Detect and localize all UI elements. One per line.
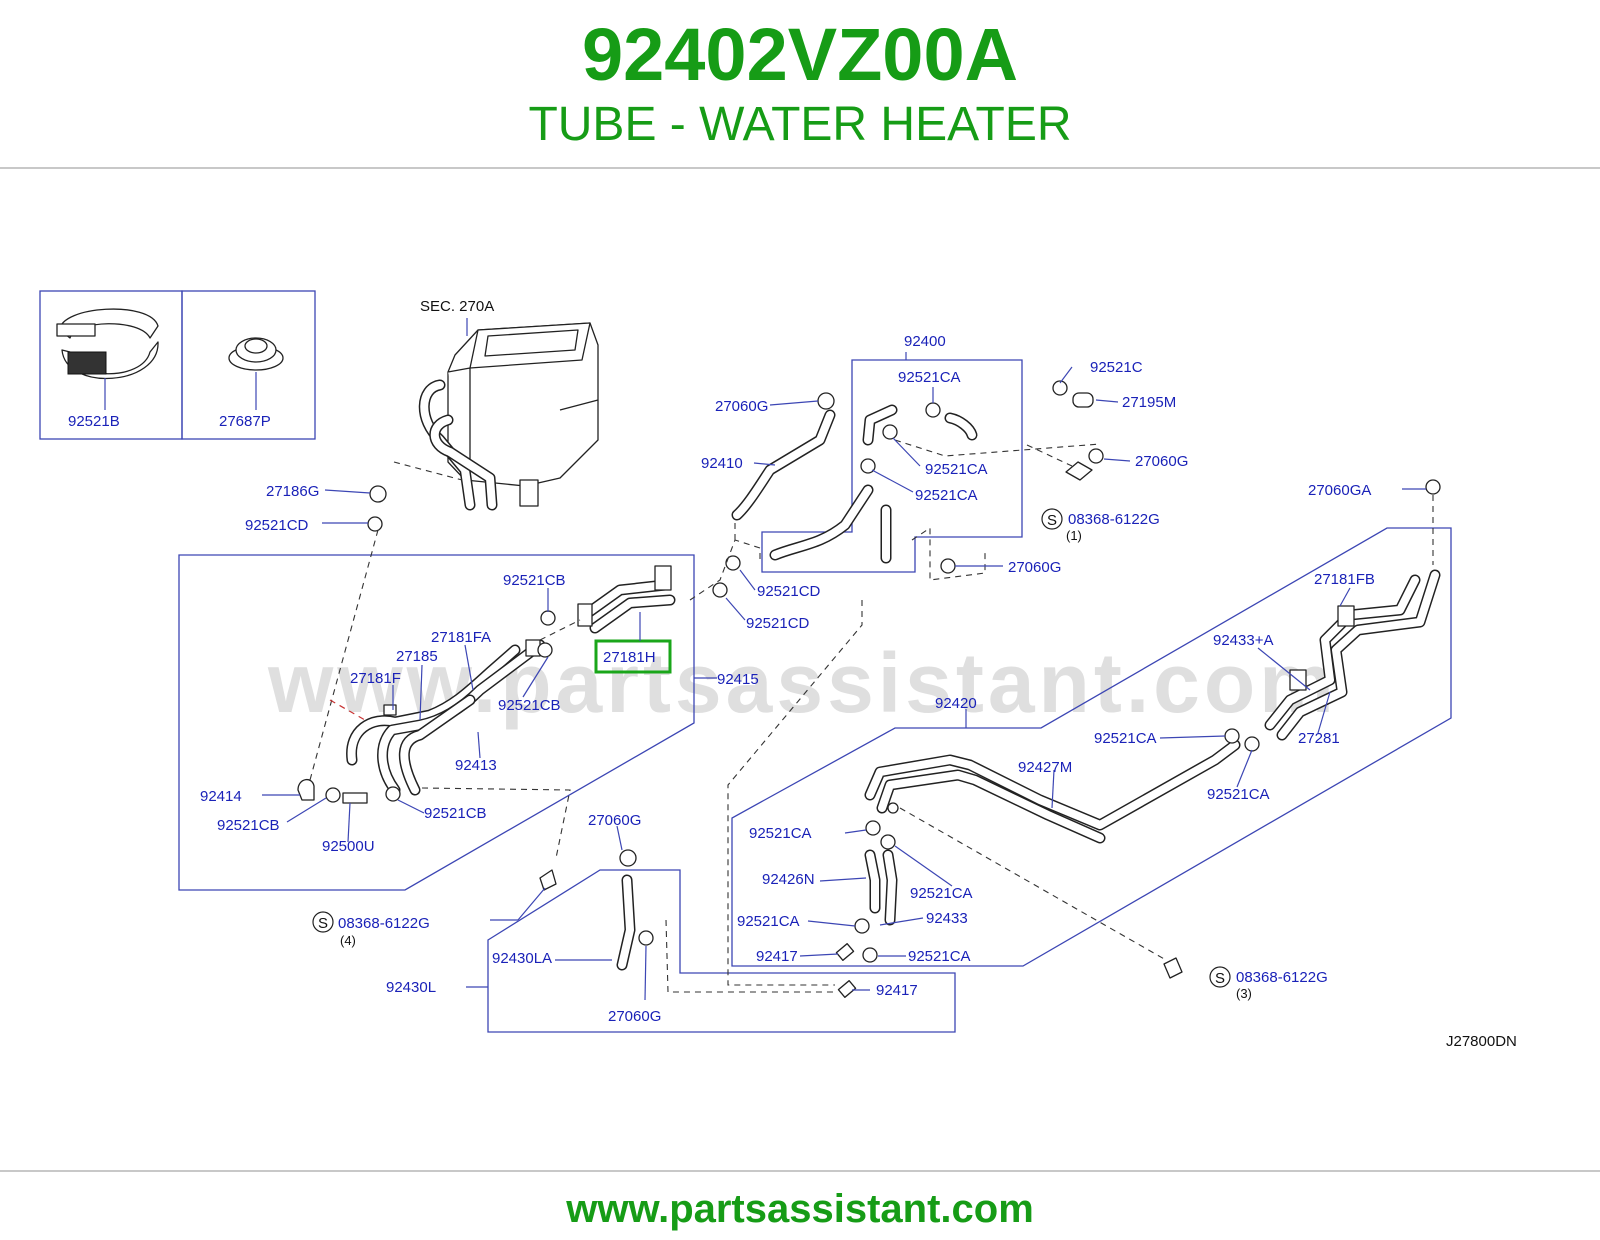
grommet-icon xyxy=(228,337,284,410)
part-label: 08368-6122G xyxy=(1068,511,1160,528)
part-label: 92521CB xyxy=(217,817,280,834)
svg-text:S: S xyxy=(1047,512,1057,529)
part-label: 92415 xyxy=(717,671,759,688)
part-label: 92500U xyxy=(322,838,375,855)
part-label: 92413 xyxy=(455,757,497,774)
upper-pipe-assembly xyxy=(367,380,1441,598)
svg-text:S: S xyxy=(318,915,328,932)
header-divider xyxy=(0,167,1600,169)
s-symbol-icon: S xyxy=(1209,966,1231,988)
part-label: 92420 xyxy=(935,695,977,712)
part-label: 92414 xyxy=(200,788,242,805)
part-label: 92410 xyxy=(701,455,743,472)
part-label: 92433+A xyxy=(1213,632,1273,649)
drawing-code: J27800DN xyxy=(1446,1033,1517,1050)
highlight-frame xyxy=(594,639,672,674)
right-pipe-assembly xyxy=(539,569,1441,998)
part-label: 27060G xyxy=(608,1008,661,1025)
part-label: 27195M xyxy=(1122,394,1176,411)
part-label: 27060G xyxy=(715,398,768,415)
heater-unit-drawing xyxy=(418,318,599,511)
part-label: 92427M xyxy=(1018,759,1072,776)
part-label: 92430LA xyxy=(492,950,552,967)
part-label: 27185 xyxy=(396,648,438,665)
part-label: 92521CA xyxy=(749,825,812,842)
assembly-outline-92400 xyxy=(761,359,1023,573)
part-label: 27181FA xyxy=(431,629,491,646)
part-label: 27186G xyxy=(266,483,319,500)
assembly-outline-92415 xyxy=(178,554,695,891)
part-label: 92521CB xyxy=(424,805,487,822)
highlighted-part-label: 27181H xyxy=(603,649,656,666)
part-label: 08368-6122G xyxy=(338,915,430,932)
part-label: 92521C xyxy=(1090,359,1143,376)
svg-text:S: S xyxy=(1215,970,1225,987)
s-symbol-icon: S xyxy=(312,911,334,933)
label-92521B: 92521B xyxy=(68,413,120,430)
part-label: 92521CA xyxy=(1207,786,1270,803)
part-label: 92521CA xyxy=(898,369,961,386)
part-label: 92521CB xyxy=(498,697,561,714)
part-label: 92521CA xyxy=(908,948,971,965)
part-label: 92521CA xyxy=(925,461,988,478)
part-label: 92521CA xyxy=(737,913,800,930)
part-label: 92430L xyxy=(386,979,436,996)
qty-label: (3) xyxy=(1236,986,1252,1001)
footer-url[interactable]: www.partsassistant.com xyxy=(566,1187,1034,1231)
part-labels: 92400 92521C 27195M 92521CA 27060G 92410… xyxy=(200,333,1375,1025)
part-label: 27060G xyxy=(1135,453,1188,470)
part-label: 92521CA xyxy=(1094,730,1157,747)
clamp-icon xyxy=(56,308,159,410)
part-label: 27181F xyxy=(350,670,401,687)
part-label: 92521CD xyxy=(757,583,821,600)
qty-label: (4) xyxy=(340,933,356,948)
inset-box: 92521B 27687P xyxy=(39,290,316,440)
part-label: 92521CA xyxy=(910,885,973,902)
dashed-connectors xyxy=(309,439,1434,993)
leader-lines xyxy=(262,352,1426,1001)
left-pipe-assembly xyxy=(297,565,676,804)
part-number-title: 92402VZ00A xyxy=(581,13,1019,96)
part-label: 27181FB xyxy=(1314,571,1375,588)
label-27687P: 27687P xyxy=(219,413,271,430)
qty-label: (1) xyxy=(1066,528,1082,543)
part-label: 92400 xyxy=(904,333,946,350)
part-label: 92521CD xyxy=(245,517,309,534)
part-label: 27060G xyxy=(588,812,641,829)
section-reference: SEC. 270A xyxy=(420,298,494,315)
part-label: 92417 xyxy=(876,982,918,999)
assembly-outline-92430L xyxy=(487,869,956,1033)
part-label: 27281 xyxy=(1298,730,1340,747)
s-symbol-icon: S xyxy=(1041,508,1063,530)
part-label: 92521CB xyxy=(503,572,566,589)
part-label: 92417 xyxy=(756,948,798,965)
footer-divider xyxy=(0,1170,1600,1172)
part-label: 08368-6122G xyxy=(1236,969,1328,986)
part-label: 92426N xyxy=(762,871,815,888)
part-label: 27060GA xyxy=(1308,482,1371,499)
part-label: 92521CA xyxy=(915,487,978,504)
part-description: TUBE - WATER HEATER xyxy=(528,98,1072,151)
part-label: 92433 xyxy=(926,910,968,927)
part-label: 92521CD xyxy=(746,615,810,632)
part-label: 27060G xyxy=(1008,559,1061,576)
assembly-outline-92420 xyxy=(731,527,1452,967)
